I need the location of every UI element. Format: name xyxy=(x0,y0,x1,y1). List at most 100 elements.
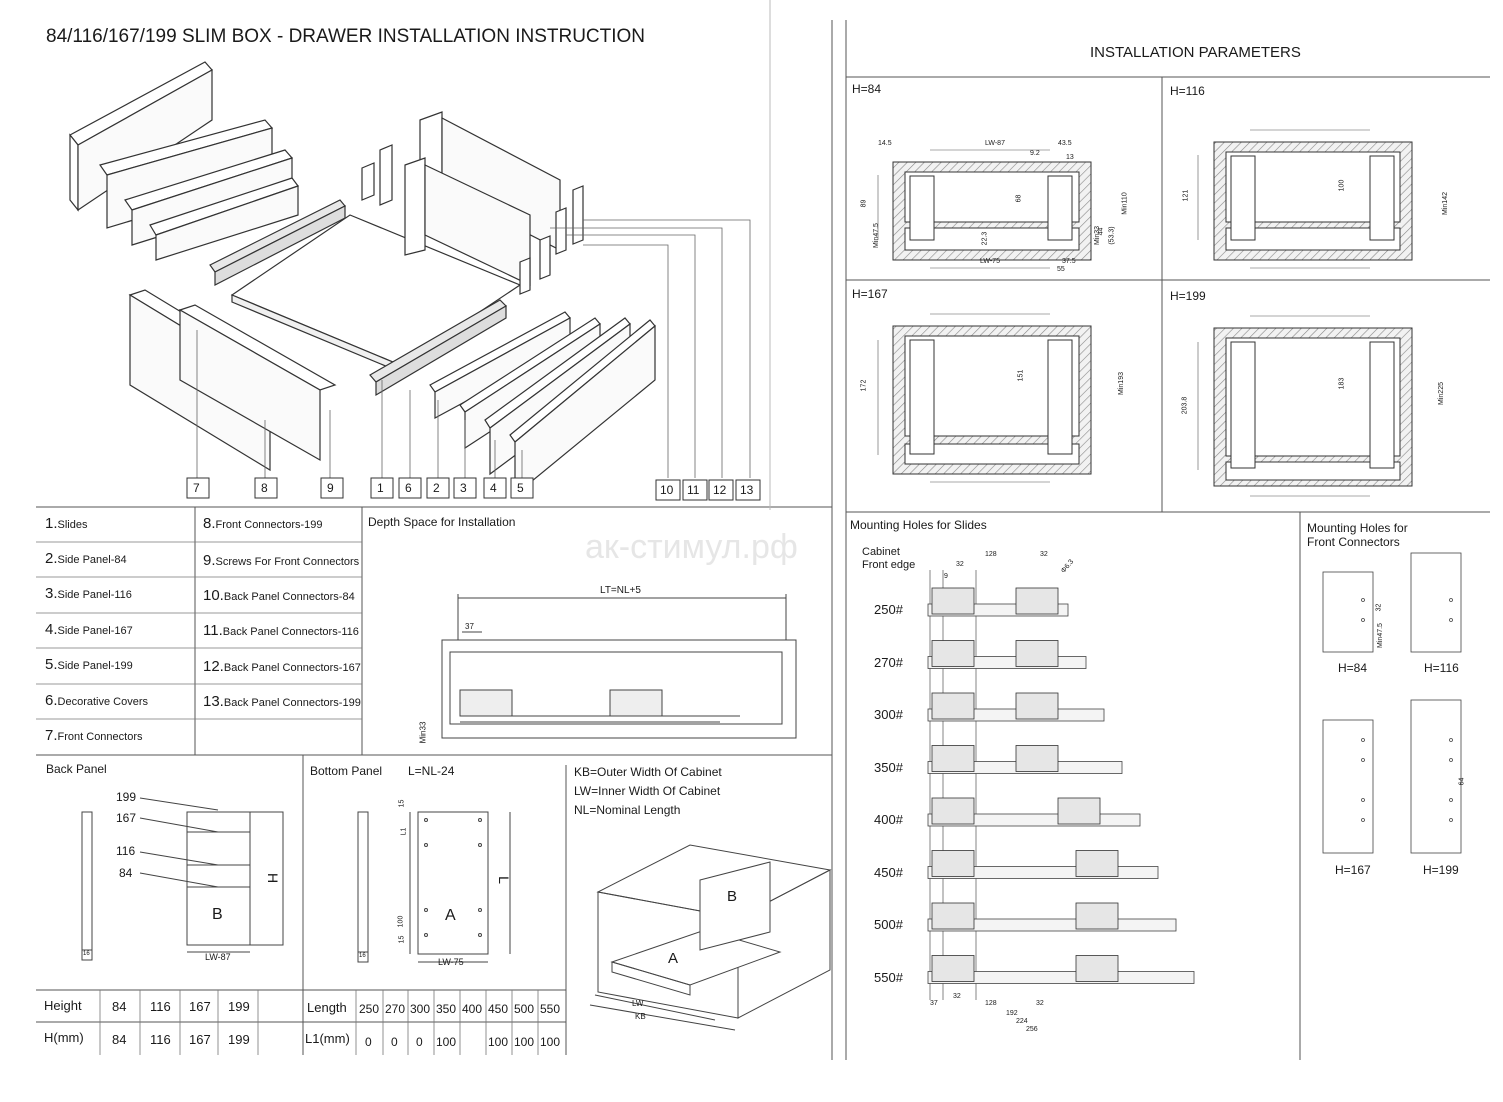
l1-cell-2: 0 xyxy=(391,1035,398,1049)
callout-1: 1 xyxy=(377,481,384,495)
slide-bottom-32a: 32 xyxy=(953,993,961,1000)
slide-bracket-6-0 xyxy=(931,902,975,930)
h84-d223: 22.3 xyxy=(981,231,989,246)
back-panel-167: 167 xyxy=(116,811,137,825)
front-edge-line1: Cabinet xyxy=(862,546,900,558)
bottom-panel-title: Bottom Panel xyxy=(310,764,383,778)
slide-bracket-0-1 xyxy=(1015,587,1059,615)
slide-bracket-1-0 xyxy=(931,640,975,667)
slide-size-1: 270# xyxy=(874,654,903,670)
front-h84: H=84 xyxy=(1338,661,1368,675)
param-h167: H=167 xyxy=(852,287,888,301)
front-edge-line2: Front edge xyxy=(862,559,916,571)
slide-bracket-2-0 xyxy=(931,692,975,720)
h84-d375: 37.5 xyxy=(1062,258,1076,265)
callout-leaders xyxy=(196,219,751,478)
slide-size-2: 300# xyxy=(874,707,903,722)
h167-h2: Min193 xyxy=(1117,372,1125,395)
length-cell-5: 400 xyxy=(462,1002,483,1016)
cabinet-kb: KB xyxy=(635,1012,646,1021)
part-item-10: 10.Back Panel Connectors-84 xyxy=(203,587,355,604)
slide-bottom-128: 128 xyxy=(985,1000,997,1007)
slide-bracket-1-1 xyxy=(1015,640,1059,667)
slide-bracket-6-1 xyxy=(1075,902,1119,930)
h84-h1: 89 xyxy=(860,199,868,208)
hmm-cell-3: 167 xyxy=(189,1032,211,1047)
depth-min33: Min33 xyxy=(418,721,428,744)
callout-8: 8 xyxy=(261,481,268,495)
part-item-12: 12.Back Panel Connectors-167 xyxy=(203,658,361,675)
back-panel-drawing xyxy=(81,797,284,961)
slide-bracket-4-1 xyxy=(1057,797,1101,825)
part-item-8: 8.Front Connectors-199 xyxy=(203,515,323,532)
h84-lw87: LW-87 xyxy=(985,140,1005,147)
length-cell-1: 250 xyxy=(359,1002,380,1016)
h167-h3: 151 xyxy=(1017,369,1025,382)
hmm-row-label: H(mm) xyxy=(44,1030,84,1045)
back-panel-title: Back Panel xyxy=(46,762,107,776)
mount-front-title-1: Mounting Holes for xyxy=(1307,521,1408,535)
part-item-11: 11.Back Panel Connectors-116 xyxy=(203,622,359,639)
slide-rails xyxy=(929,570,977,1000)
part-item-13: 13.Back Panel Connectors-199 xyxy=(203,693,361,710)
bottom-panel-formula: L=NL-24 xyxy=(408,764,455,778)
h116-h1: 121 xyxy=(1182,189,1190,202)
front-dim-min475: Min47.5 xyxy=(1376,623,1384,648)
h84-d533: (53.3) xyxy=(1108,226,1116,245)
cabinet-drawing xyxy=(589,844,832,1031)
slide-size-6: 500# xyxy=(874,917,903,932)
cabinet-A: A xyxy=(668,950,679,967)
h84-d92: 9.2 xyxy=(1030,150,1040,157)
front-dim-64: 64 xyxy=(1458,777,1466,786)
cabinet-lw: LW xyxy=(632,999,644,1008)
h84-lw75: LW-75 xyxy=(980,258,1000,265)
length-cell-4: 350 xyxy=(436,1002,457,1016)
slide-size-4: 400# xyxy=(874,812,903,827)
param-h116: H=116 xyxy=(1170,84,1205,98)
l1-cell-3: 0 xyxy=(416,1035,423,1049)
h84-h3: 68 xyxy=(1015,194,1023,203)
bottom-panel-100: 100 xyxy=(397,915,405,928)
slide-bottom-224: 224 xyxy=(1016,1018,1028,1025)
height-row-label: Height xyxy=(44,998,82,1013)
slide-bracket-3-1 xyxy=(1015,745,1059,772)
slide-top-dim-32a: 32 xyxy=(956,561,964,568)
slide-top-dim-32b: 32 xyxy=(1040,551,1048,558)
l1-cell-1: 0 xyxy=(365,1035,372,1049)
h199-h3: 183 xyxy=(1338,377,1346,390)
part-item-9: 9.Screws For Front Connectors xyxy=(203,552,360,569)
h84-d55: 55 xyxy=(1057,266,1065,273)
hmm-cell-4: 199 xyxy=(228,1032,250,1047)
slide-bottom-192: 192 xyxy=(1006,1010,1018,1017)
callout-5: 5 xyxy=(517,481,524,495)
callout-13: 13 xyxy=(740,483,754,497)
rail-group xyxy=(927,587,1195,984)
slide-size-0: 250# xyxy=(874,602,903,617)
slide-bracket-3-0 xyxy=(931,745,975,772)
part-item-2: 2.Side Panel-84 xyxy=(45,550,127,567)
h116-h3: 100 xyxy=(1338,179,1346,192)
height-cell-4: 199 xyxy=(228,999,250,1014)
bottom-panel-15b: 15 xyxy=(398,935,406,944)
slide-bracket-4-0 xyxy=(931,797,975,825)
hmm-cell-1: 84 xyxy=(112,1032,127,1047)
parts-legend-grid xyxy=(36,541,362,720)
part-item-5: 5.Side Panel-199 xyxy=(45,656,133,673)
h84-h2: Min110 xyxy=(1121,192,1129,215)
callout-4: 4 xyxy=(490,481,497,495)
param-h84: H=84 xyxy=(852,82,882,96)
back-panel-199: 199 xyxy=(116,790,137,804)
depth-title: Depth Space for Installation xyxy=(368,515,516,529)
h84-d44: 44 xyxy=(1097,227,1105,236)
bottom-panel-L: L xyxy=(495,876,512,884)
callout-2: 2 xyxy=(433,481,440,495)
param-cabinets xyxy=(877,129,1413,497)
depth-space-drawing xyxy=(441,594,797,739)
depth-37: 37 xyxy=(465,622,474,631)
callout-6: 6 xyxy=(405,481,412,495)
slide-top-dim-9: 9 xyxy=(944,573,948,580)
height-cell-3: 167 xyxy=(189,999,211,1014)
bottom-panel-16: 16 xyxy=(359,953,366,959)
back-panel-16: 16 xyxy=(83,951,90,957)
